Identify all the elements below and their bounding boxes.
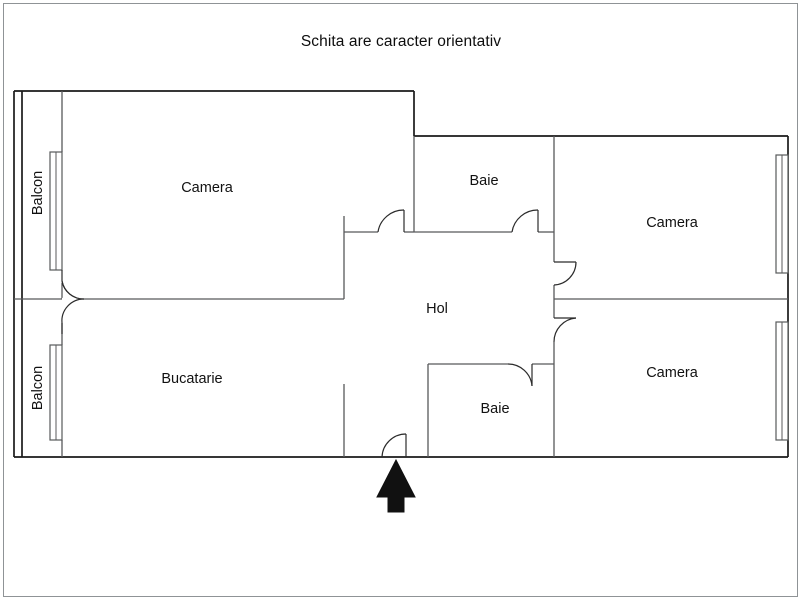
- room-label-camera-right-top: Camera: [646, 215, 698, 231]
- room-label-balcon-bottom: Balcon: [30, 365, 46, 411]
- door-hol-camera-right-top: [553, 261, 577, 286]
- wall-camera-door-head: [344, 216, 372, 232]
- window-mullions: [55, 152, 783, 440]
- door-hol-camera-right-bottom: [553, 317, 577, 343]
- door-camera-left-hol: [377, 209, 405, 233]
- room-label-balcon-top: Balcon: [30, 170, 46, 216]
- interior-walls: [14, 91, 788, 457]
- room-label-baie-top: Baie: [469, 173, 499, 189]
- room-label-baie-bottom: Baie: [480, 401, 510, 417]
- door-balcon-top: [61, 270, 85, 301]
- door-baie-bottom-hol: [507, 363, 533, 387]
- entrance-arrow-icon: [376, 458, 416, 513]
- room-label-hol: Hol: [426, 301, 448, 317]
- room-label-bucatarie: Bucatarie: [161, 371, 223, 387]
- page-title: Schita are caracter orientativ: [300, 33, 502, 50]
- door-main-entrance: [381, 433, 407, 458]
- door-baie-top-hol: [511, 209, 539, 233]
- room-label-camera-left: Camera: [181, 180, 233, 196]
- room-label-camera-right-bottom: Camera: [646, 365, 698, 381]
- exterior-walls: [13, 90, 789, 458]
- windows: [49, 151, 789, 441]
- door-balcon-bottom: [61, 298, 85, 334]
- doors: [61, 209, 577, 458]
